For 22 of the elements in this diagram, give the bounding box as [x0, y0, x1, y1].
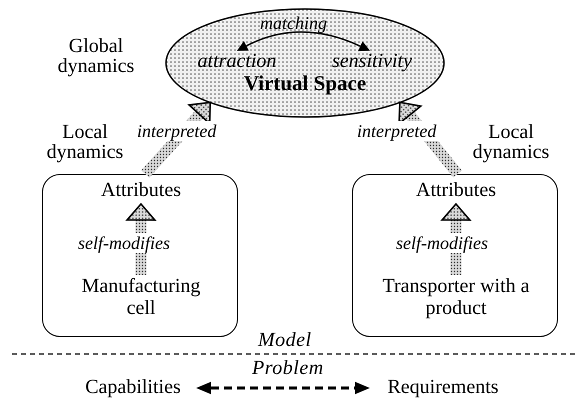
node-text: Capabilities: [68, 376, 198, 400]
edge-label: self-modifies: [76, 233, 172, 253]
arrow: [236, 31, 370, 52]
edge-label: interpreted: [135, 121, 218, 141]
node-text: sensitivity: [320, 50, 424, 72]
node-text: Attributes: [398, 179, 514, 205]
section-label: Problem: [251, 358, 325, 378]
node-caption: Local dynamics: [472, 122, 550, 162]
edge-label: self-modifies: [394, 233, 490, 253]
node-text: Transporter with a product: [378, 275, 534, 325]
ellipse-node: [165, 8, 445, 118]
node-text: attraction: [187, 50, 287, 72]
arrow: [196, 382, 370, 394]
node-text: Requirements: [368, 376, 518, 400]
node-caption: Local dynamics: [46, 122, 124, 162]
node-text: Manufacturing cell: [71, 275, 211, 325]
section-label: Model: [256, 330, 313, 350]
node-text: Attributes: [83, 179, 199, 205]
node-caption: Global dynamics: [56, 36, 136, 76]
edge-label: matching: [259, 13, 328, 33]
node-title: Virtual Space: [242, 74, 366, 93]
edge-label: interpreted: [355, 121, 438, 141]
